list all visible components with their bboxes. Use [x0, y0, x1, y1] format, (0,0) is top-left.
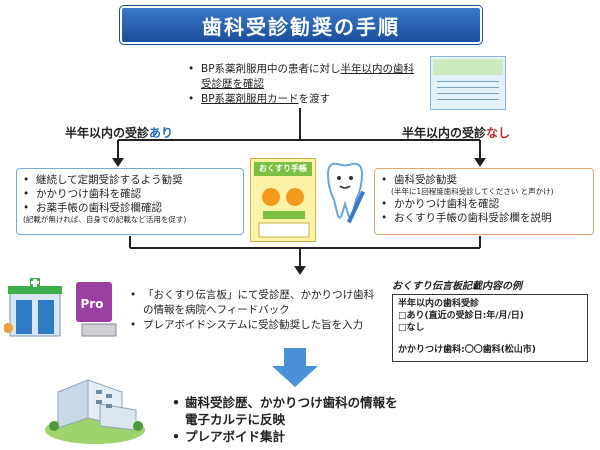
- box-note: (半年に1回程度歯科受診してください と声かけ): [391, 187, 554, 196]
- medication-card-icon: [430, 56, 506, 110]
- list-item: かかりつけ歯科を確認: [23, 187, 237, 201]
- list-item: お薬手帳の歯科受診欄確認: [23, 201, 237, 215]
- list-item: BP系薬剤服用カードを渡す: [188, 92, 418, 107]
- initial-steps-list: BP系薬剤服用中の患者に対し半年以内の歯科受診歴を確認 BP系薬剤服用カードを渡…: [188, 62, 418, 107]
- example-line: □あり(直近の受診日:年/月/日): [398, 311, 524, 321]
- list-item: プレアボイドシステムに受診勧奨した旨を入力: [130, 318, 382, 333]
- box-note: (記載が無ければ、自身での記載など活用を促す): [23, 215, 187, 224]
- step-text: BP系薬剤服用中の患者に対し: [201, 63, 341, 75]
- pharmacy-building-icon: [4, 278, 62, 337]
- svg-text:Pro: Pro: [81, 297, 104, 311]
- step-text: を渡す: [298, 93, 331, 105]
- branch-label-no: 半年以内の受診なし: [402, 126, 511, 140]
- example-box: 半年以内の歯科受診 □あり(直近の受診日:年/月/日) □なし かかりつけ歯科:…: [392, 294, 588, 362]
- arrow-left-icon: [112, 158, 124, 167]
- arrow-down-icon: [294, 266, 306, 275]
- list-item: 歯科受診勧奨: [381, 173, 587, 187]
- example-line: □なし: [398, 323, 425, 333]
- no-branch-box: 歯科受診勧奨 (半年に1回程度歯科受診してください と声かけ) かかりつけ歯科を…: [374, 168, 594, 235]
- medicine-notebook-icon: おくすり手帳: [250, 158, 316, 242]
- step-text-underlined: 半年以内の歯科受診歴を確認: [201, 63, 415, 90]
- page-title: 歯科受診勧奨の手順: [119, 5, 483, 45]
- list-item: 継続して定期受診するよう勧奨: [23, 173, 237, 187]
- hospital-icon: [45, 379, 145, 444]
- pc-software-icon: Pro: [76, 282, 117, 337]
- list-item: かかりつけ歯科を確認: [381, 197, 587, 211]
- mascot-icon: [326, 162, 365, 224]
- list-item: プレアボイド集計: [172, 428, 472, 445]
- step-text-underlined: BP系薬剤服用カード: [201, 93, 299, 105]
- example-title: おくすり伝言板記載内容の例: [392, 281, 522, 292]
- big-down-arrow-icon: [272, 348, 318, 387]
- example-line: 半年以内の歯科受診: [398, 299, 480, 309]
- list-item: 「おくすり伝言板」にて受診歴、かかりつけ歯科の情報を病院へフィードバック: [130, 288, 382, 318]
- feedback-steps-list: 「おくすり伝言板」にて受診歴、かかりつけ歯科の情報を病院へフィードバック プレア…: [130, 288, 382, 333]
- branch-label-yes: 半年以内の受診あり: [65, 126, 174, 140]
- yes-branch-box: 継続して定期受診するよう勧奨 かかりつけ歯科を確認 お薬手帳の歯科受診欄確認 (…: [16, 168, 244, 235]
- list-item: BP系薬剤服用中の患者に対し半年以内の歯科受診歴を確認: [188, 62, 418, 92]
- arrow-right-icon: [474, 158, 486, 167]
- example-line: かかりつけ歯科:〇〇歯科(松山市): [398, 345, 536, 355]
- list-item: おくすり手帳の歯科受診欄を説明: [381, 211, 587, 225]
